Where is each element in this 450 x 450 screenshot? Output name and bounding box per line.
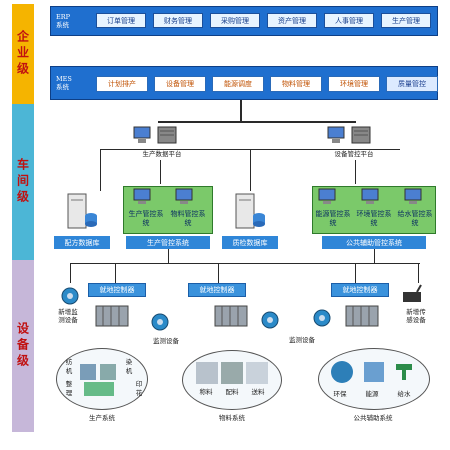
water-sub-system: 给水管控系统 <box>397 210 433 227</box>
transmitter-icon <box>313 309 331 327</box>
level-workshop: 车间级 <box>12 104 34 260</box>
erp-module: 财务管理 <box>153 13 203 28</box>
connector <box>158 121 356 123</box>
server-icon <box>67 193 97 229</box>
mes-module: 计划排产 <box>96 76 148 92</box>
erp-module: 采购管理 <box>210 13 260 28</box>
computer-icon <box>318 188 336 204</box>
material-sub-system: 物料管控系统 <box>170 210 206 227</box>
computer-icon <box>175 188 193 204</box>
erp-system-name: ERP 系统 <box>56 13 71 29</box>
plc-rack-icon <box>95 305 129 327</box>
level-device: 设备级 <box>12 260 34 432</box>
computer-icon <box>133 188 151 204</box>
production-item: 印花 <box>135 380 143 397</box>
mes-module: 物料管理 <box>270 76 322 92</box>
connector <box>168 249 169 263</box>
connector <box>240 100 242 122</box>
equipment-control-platform: 设备管控平台 <box>334 150 374 158</box>
production-system-label: 生产系统 <box>89 414 115 422</box>
erp-module: 人事管理 <box>324 13 374 28</box>
connector <box>70 263 71 283</box>
level-enterprise: 企业级 <box>12 4 34 104</box>
new-monitor-device: 新增监测设备 <box>58 308 78 324</box>
local-controller: 就地控制器 <box>188 283 246 297</box>
connector <box>374 249 375 263</box>
plc-rack-icon <box>345 305 379 327</box>
erp-module: 资产管理 <box>267 13 317 28</box>
aux-system-label: 公共辅助系统 <box>353 414 393 422</box>
material-system-label: 物料系统 <box>219 414 245 422</box>
server-icon <box>235 193 265 229</box>
environment-sub-system: 环境管控系统 <box>356 210 392 227</box>
aux-item: 给水 <box>397 390 411 398</box>
transmitter-icon <box>261 311 279 329</box>
production-data-platform: 生产数据平台 <box>142 150 182 158</box>
connector <box>355 160 356 184</box>
erp-module: 订单管理 <box>96 13 146 28</box>
material-item: 送料 <box>251 388 265 396</box>
local-controller: 就地控制器 <box>331 283 389 297</box>
mes-system-name: MES 系统 <box>56 75 72 91</box>
connector <box>160 160 161 184</box>
level-enterprise-label: 企业级 <box>15 30 30 78</box>
connector <box>70 263 420 264</box>
aux-item: 能源 <box>365 390 379 398</box>
level-device-label: 设备级 <box>15 322 30 370</box>
facility-icon <box>331 361 412 383</box>
connector <box>115 263 116 283</box>
connector <box>250 149 251 191</box>
production-sub-system: 生产管控系统 <box>128 210 164 227</box>
new-sensor-device: 新增传感设备 <box>406 308 426 324</box>
material-item: 称料 <box>199 388 213 396</box>
production-item: 染机 <box>125 358 133 375</box>
computer-icon <box>404 188 422 204</box>
aux-item: 环保 <box>333 390 347 398</box>
mes-module: 质量管控 <box>386 76 438 92</box>
computer-icon <box>133 126 177 144</box>
connector <box>100 149 101 191</box>
mes-module: 设备管理 <box>154 76 206 92</box>
production-item: 纺机 <box>65 358 73 375</box>
mes-system: MES 系统 计划排产 设备管理 能源调度 物料管理 环境管理 质量管控 <box>50 66 438 100</box>
mes-module: 环境管理 <box>328 76 380 92</box>
transmitter-icon <box>61 287 79 305</box>
monitor-device-label: 监测设备 <box>153 337 179 345</box>
connector <box>418 263 419 283</box>
machine-icon <box>196 362 268 384</box>
formula-database: 配方数据库 <box>54 236 110 249</box>
local-controller: 就地控制器 <box>88 283 146 297</box>
computer-icon <box>361 188 379 204</box>
production-item: 整理 <box>65 380 73 397</box>
erp-system: ERP 系统 订单管理 财务管理 采购管理 资产管理 人事管理 生产管理 <box>50 6 438 36</box>
computer-icon <box>327 126 371 144</box>
quality-database: 质检数据库 <box>222 236 278 249</box>
connector <box>355 263 356 283</box>
material-item: 配料 <box>225 388 239 396</box>
erp-module: 生产管理 <box>381 13 431 28</box>
mes-module: 能源调度 <box>212 76 264 92</box>
transmitter-icon <box>151 313 169 331</box>
level-workshop-label: 车间级 <box>15 158 30 206</box>
energy-sub-system: 能源管控系统 <box>315 210 351 227</box>
monitor-device-label: 监测设备 <box>289 336 315 344</box>
connector <box>218 263 219 283</box>
production-control-system: 生产管控系统 <box>126 236 210 249</box>
machine-icon <box>80 364 116 396</box>
plc-rack-icon <box>214 305 248 327</box>
wireless-sensor-icon <box>403 284 422 302</box>
aux-control-system: 公共辅助管控系统 <box>322 236 426 249</box>
